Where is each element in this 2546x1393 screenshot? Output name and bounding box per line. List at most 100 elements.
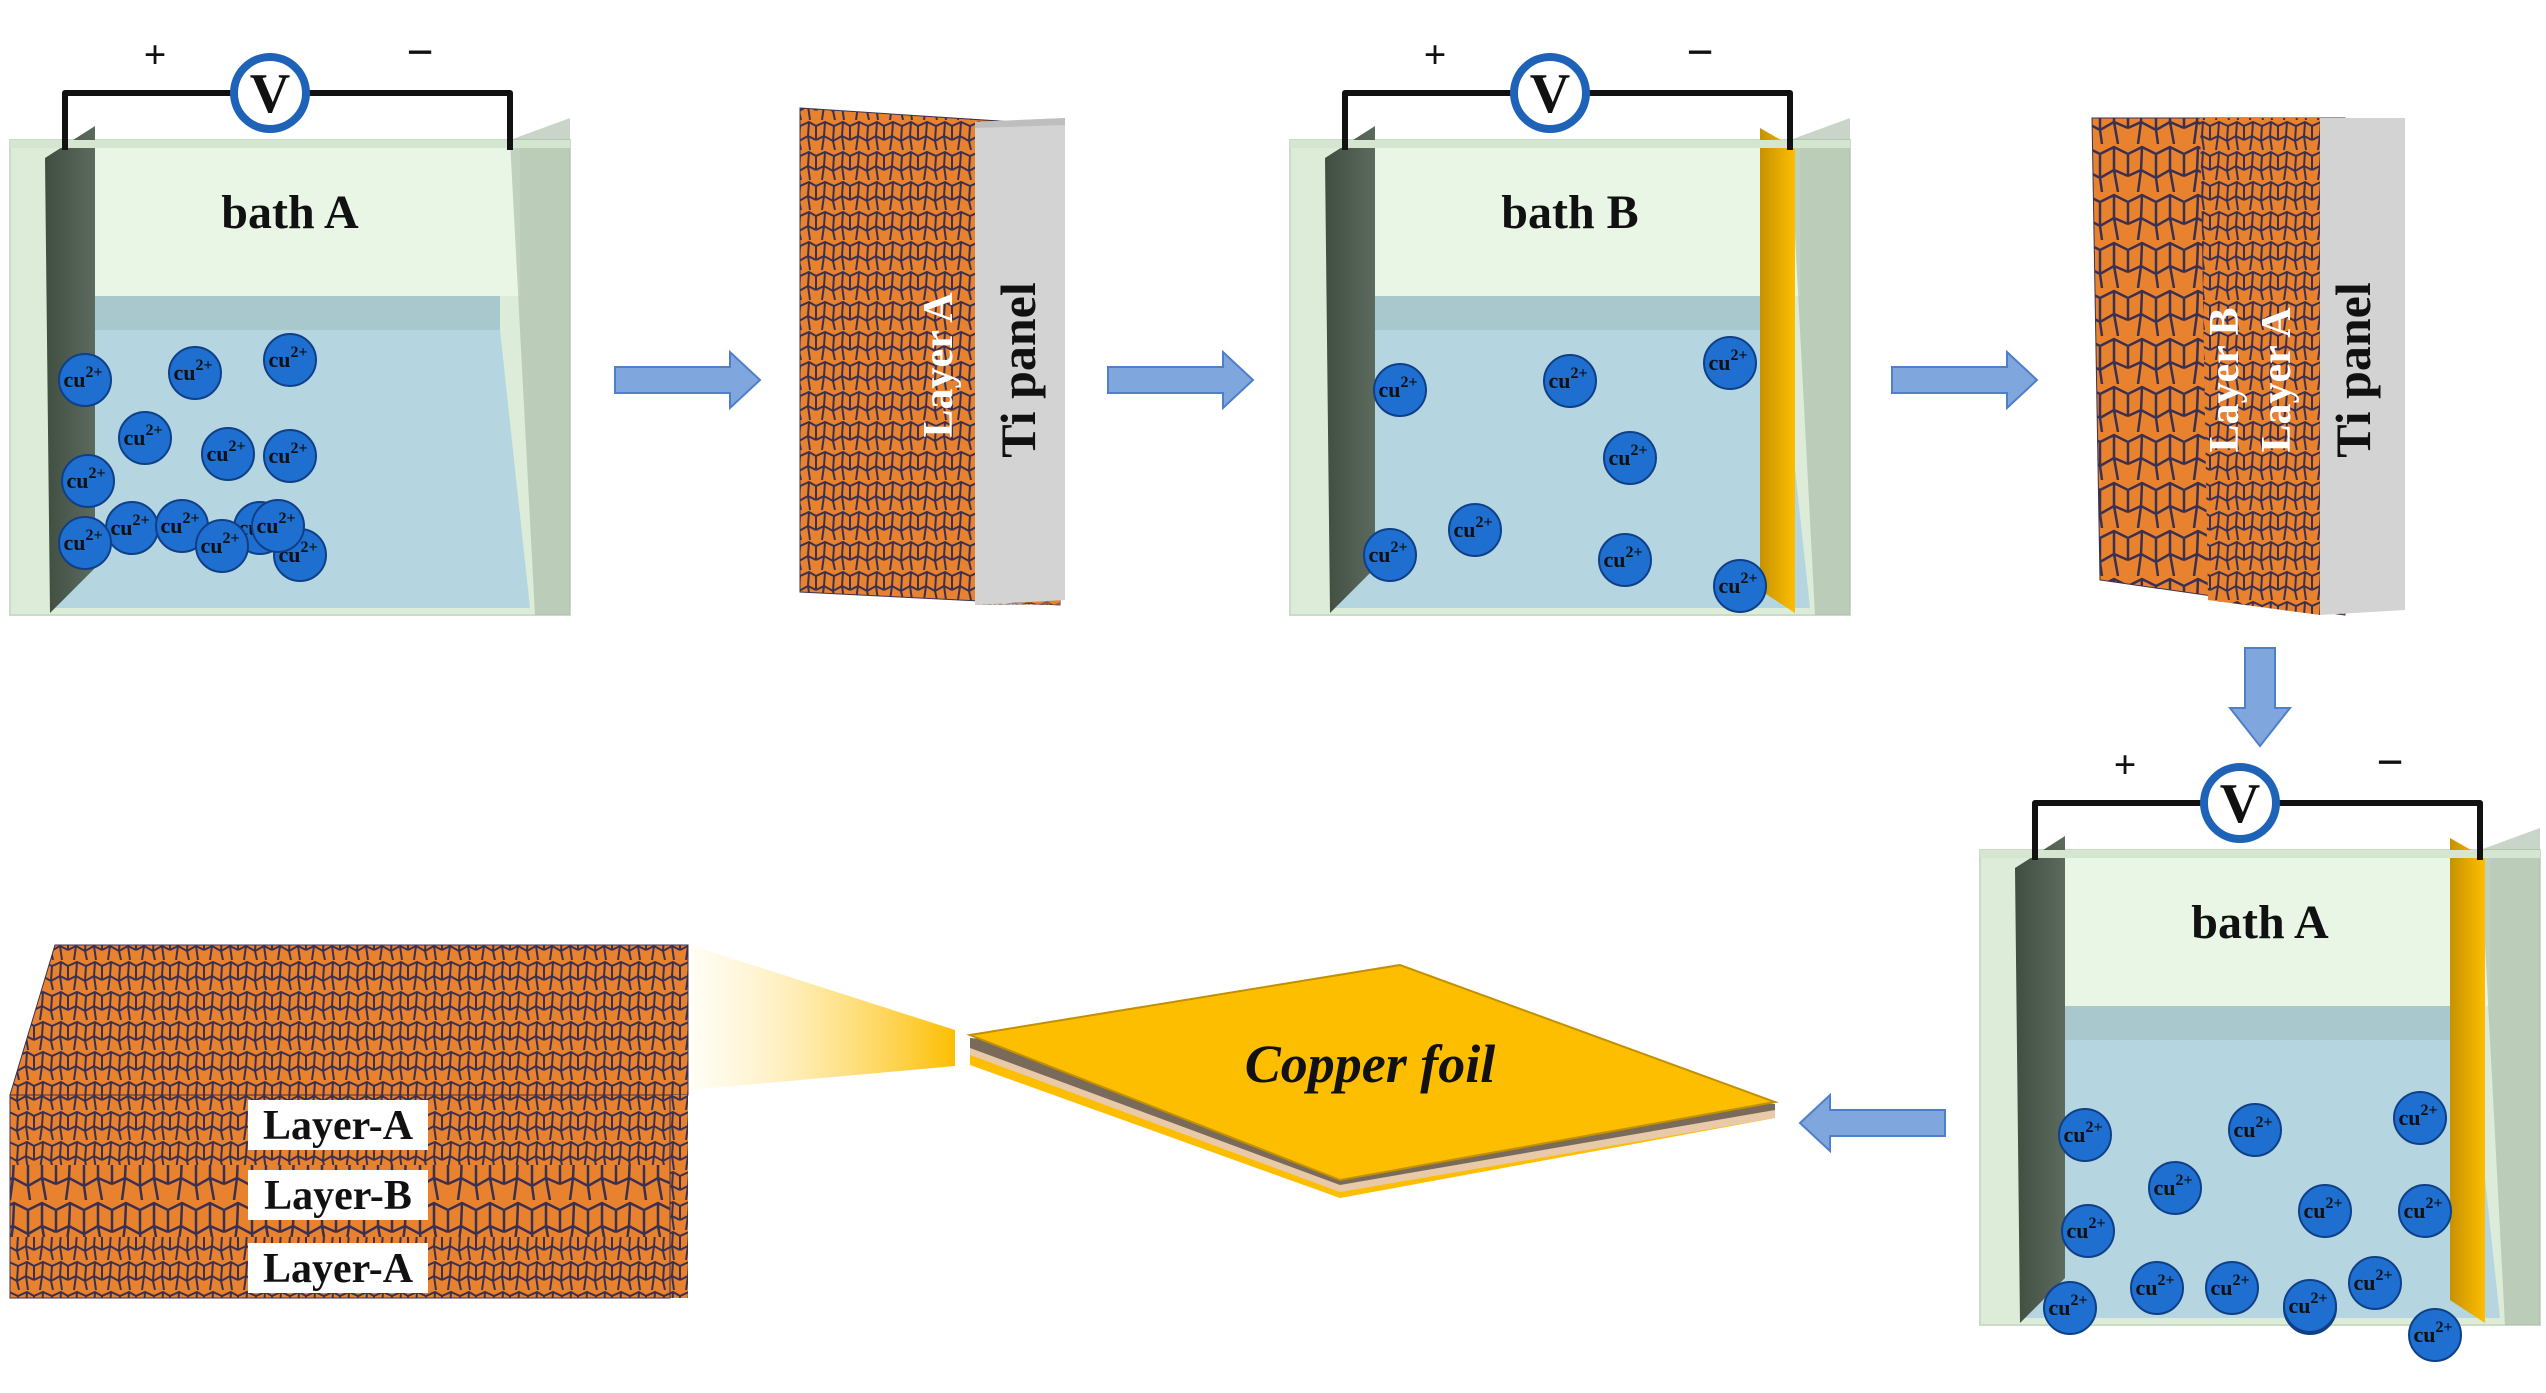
ion-circle <box>168 346 222 400</box>
voltmeter-label: V <box>1530 63 1570 125</box>
ion-symbol: cu <box>2398 1105 2420 1130</box>
ion-charge: 2+ <box>278 510 295 527</box>
ion-label: cu2+ <box>123 422 162 450</box>
ion-label: cu2+ <box>2066 1215 2105 1243</box>
ion-charge: 2+ <box>195 357 212 374</box>
cu-ion: cu2+ <box>2205 1261 2259 1315</box>
ion-circle <box>1598 533 1652 587</box>
ion-circle <box>2348 1256 2402 1310</box>
ion-circle <box>1703 336 1757 390</box>
ion-symbol: cu <box>2403 1198 2425 1223</box>
ion-circle <box>2061 1204 2115 1258</box>
cu-ion: cu2+ <box>2398 1184 2452 1238</box>
ion-charge: 2+ <box>2420 1102 2437 1119</box>
ion-label: cu2+ <box>160 510 199 538</box>
ion-charge: 2+ <box>2088 1215 2105 1232</box>
copper-foil: Copper foil <box>966 963 1779 1198</box>
cu-ion: cu2+ <box>1703 336 1757 390</box>
ion-charge: 2+ <box>1475 514 1492 531</box>
ion-circle <box>1373 363 1427 417</box>
layer-a-label: Layer A <box>2254 307 2300 453</box>
layer-a-face <box>2200 118 2320 615</box>
tank-rim <box>1290 140 1850 148</box>
ion-charge: 2+ <box>2232 1272 2249 1289</box>
ion-label: cu2+ <box>2413 1319 2452 1347</box>
ti-substrate <box>2320 118 2405 615</box>
cross-section-layer-label: Layer-B <box>264 1173 412 1219</box>
cu-ion: cu2+ <box>105 501 159 555</box>
copper-foil-label: Copper foil <box>1245 1034 1496 1094</box>
ion-label: cu2+ <box>1603 544 1642 572</box>
ion-label: cu2+ <box>1548 365 1587 393</box>
ion-symbol: cu <box>1603 547 1625 572</box>
ion-symbol: cu <box>206 441 228 466</box>
ion-circle <box>1603 431 1657 485</box>
ion-charge: 2+ <box>132 512 149 529</box>
ion-circle <box>2283 1279 2337 1333</box>
voltmeter <box>1510 53 1590 133</box>
ion-circle <box>1543 354 1597 408</box>
ion-charge: 2+ <box>290 440 307 457</box>
ion-symbol: cu <box>1718 573 1740 598</box>
ion-circle <box>2228 1103 2282 1157</box>
cu-ion: cu2+ <box>1713 559 1767 613</box>
process-arrow-3 <box>1891 349 2039 411</box>
ion-symbol: cu <box>1368 542 1390 567</box>
ion-label: cu2+ <box>1453 514 1492 542</box>
ion-circle <box>2058 1108 2112 1162</box>
ion-circle <box>118 411 172 465</box>
bath-label: bath A <box>2191 896 2329 949</box>
ion-circle <box>263 333 317 387</box>
ion-circle <box>251 499 305 553</box>
cu-ion: cu2+ <box>2298 1184 2352 1238</box>
cathode-plate <box>1760 128 1795 613</box>
ion-circle <box>2148 1161 2202 1215</box>
zoom-beam <box>690 945 955 1090</box>
ion-charge: 2+ <box>2157 1272 2174 1289</box>
ion-circle <box>1713 559 1767 613</box>
ion-symbol: cu <box>1608 445 1630 470</box>
cu-ion: cu2+ <box>2393 1091 2447 1145</box>
bath-label: bath A <box>221 186 359 239</box>
anode-plate <box>2015 836 2065 1323</box>
ion-symbol: cu <box>268 443 290 468</box>
ion-circle <box>61 454 115 508</box>
ion-charge: 2+ <box>85 527 102 544</box>
ion-label: cu2+ <box>2153 1172 2192 1200</box>
layer-label-box <box>248 1100 428 1150</box>
ion-symbol: cu <box>63 367 85 392</box>
layer-label-box <box>248 1170 428 1220</box>
electrolytic-cell-1: V+−bath Acu2+cu2+cu2+cu2+cu2+cu2+cu2+cu2… <box>9 26 571 616</box>
ti-top-edge <box>975 118 1065 128</box>
positive-terminal-sign: + <box>144 32 167 77</box>
ion-circle <box>2393 1091 2447 1145</box>
ion-symbol: cu <box>2066 1218 2088 1243</box>
ion-charge: 2+ <box>2310 1290 2327 1307</box>
ion-circle <box>2205 1261 2259 1315</box>
ion-symbol: cu <box>66 468 88 493</box>
ion-circle <box>2043 1281 2097 1335</box>
ion-charge: 2+ <box>1625 544 1642 561</box>
ion-symbol: cu <box>2048 1295 2070 1320</box>
process-arrow-4 <box>2227 647 2293 748</box>
ion-symbol: cu <box>1548 368 1570 393</box>
ion-circle <box>195 519 249 573</box>
ion-label: cu2+ <box>173 357 212 385</box>
ion-symbol: cu <box>160 513 182 538</box>
tank-headspace <box>85 146 520 296</box>
electrolytic-cell-3: V+−bath Acu2+cu2+cu2+cu2+cu2+cu2+cu2+cu2… <box>1979 736 2541 1362</box>
ion-label: cu2+ <box>2048 1292 2087 1320</box>
block-side-face <box>670 1095 688 1298</box>
cu-ion: cu2+ <box>1448 503 1502 557</box>
cu-ion: cu2+ <box>58 516 112 570</box>
ion-label: cu2+ <box>1608 442 1647 470</box>
ion-label: cu2+ <box>2403 1195 2442 1223</box>
ion-charge: 2+ <box>290 344 307 361</box>
cu-ion: cu2+ <box>2283 1279 2337 1333</box>
cu-ion: cu2+ <box>1363 528 1417 582</box>
cathode-plate <box>2450 838 2485 1323</box>
side-wall-right <box>510 118 570 615</box>
